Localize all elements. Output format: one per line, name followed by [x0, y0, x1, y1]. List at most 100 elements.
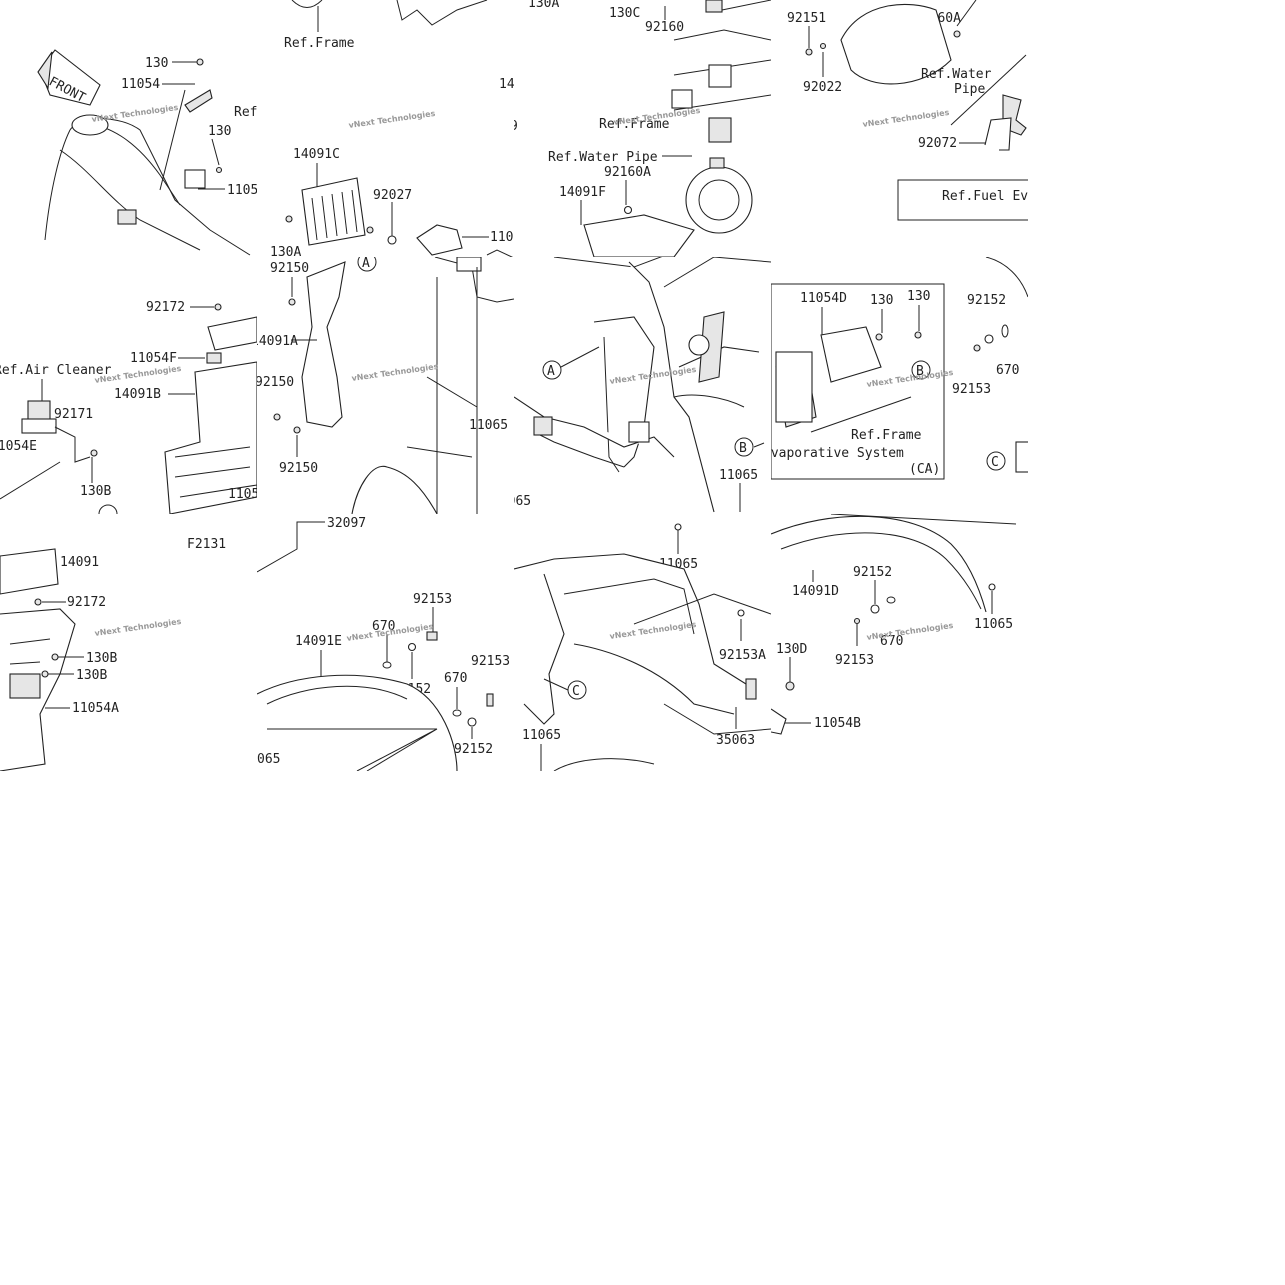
part-label: Evaporative System	[771, 446, 904, 461]
tile-main-frame-drawing: A B 11065 11065 11065 vNext Technologies	[514, 257, 771, 513]
part-label: Pipe	[954, 82, 985, 97]
part-label: 11054B	[814, 716, 861, 731]
tile-fuel-evap-drawing: 92151 92160A 92022 Ref.Water Pipe 92072 …	[787, 0, 1028, 221]
part-label: 92153A	[719, 648, 766, 663]
part-label: 14091B	[114, 387, 161, 402]
callout-c: C	[991, 455, 999, 470]
part-label: Ref.Fuel Ev	[942, 189, 1028, 204]
tile-side-cover-left-drawing: 92150 A 14091A 92150 92150 11065 vNext T…	[257, 257, 514, 514]
part-label: 130	[870, 293, 893, 308]
parts-diagram-tiles: FRONT 130 11054 130 1105 Ref vNext Techn…	[0, 0, 1030, 772]
part-label: 130A	[270, 245, 301, 257]
tile-front-frame-drawing: FRONT 130 11054 130 1105 Ref vNext Techn…	[37, 49, 257, 256]
part-label: 9	[514, 119, 518, 134]
part-label: 130	[907, 289, 930, 304]
part-label: 130D	[776, 642, 807, 657]
part-label: 14091E	[295, 634, 342, 649]
callout-a: A	[547, 364, 555, 379]
part-label: Ref.Frame	[599, 117, 670, 132]
part-label: F2131	[187, 537, 226, 552]
part-label: 110	[490, 230, 513, 245]
part-label: 14091A	[257, 334, 298, 349]
part-label: 92171	[54, 407, 93, 422]
tile-battery-cover-drawing: 14091 F2131 92172 130B 130B 11054A vNext…	[0, 537, 226, 771]
part-label: 92150	[270, 261, 309, 276]
tile-rear-frame: 11065 92153A C 35063 11065 vNext Technol…	[514, 514, 771, 771]
part-label: 14	[499, 77, 514, 92]
part-label: 130B	[86, 651, 117, 666]
part-label: 11054C	[228, 487, 257, 502]
part-label: 130	[208, 124, 231, 139]
part-label: 92153	[952, 382, 991, 397]
watermark: vNext Technologies	[351, 362, 439, 383]
tile-rear-fender-cover: 32097 92153 670 14091E 92152 670 92153 9…	[257, 514, 514, 771]
part-label: 130B	[76, 668, 107, 683]
part-label: Ref.Air Cleaner	[0, 363, 112, 378]
part-label: 92153	[471, 654, 510, 669]
tile-rear-fender-cover-drawing: 32097 92153 670 14091E 92152 670 92153 9…	[257, 516, 510, 771]
tile-side-cover-upper-drawing: Ref.Frame 14091C 92027 110 130A 14 vNext…	[270, 0, 514, 257]
part-label: Ref.Frame	[284, 36, 355, 51]
tile-rear-frame-drawing: 11065 92153A C 35063 11065 vNext Technol…	[514, 523, 771, 771]
part-label: Ref.Frame	[851, 428, 922, 443]
front-arrow-icon	[37, 49, 101, 106]
watermark: vNext Technologies	[94, 617, 182, 638]
part-label: Ref	[234, 105, 257, 120]
callout-c: C	[572, 684, 580, 699]
watermark: vNext Technologies	[862, 108, 950, 129]
part-label: 92152	[853, 565, 892, 580]
cylinder-housing-part	[685, 157, 753, 234]
tile-air-cleaner: 92172 11054F Ref.Air Cleaner 14091B 9217…	[0, 257, 257, 514]
cover-14091c-part	[301, 177, 366, 246]
tile-fuel-evap: 92151 92160A 92022 Ref.Water Pipe 92072 …	[771, 0, 1028, 257]
callout-a: A	[362, 257, 370, 271]
part-label: 92153	[835, 653, 874, 668]
part-label: 11065	[522, 728, 561, 743]
part-label: 35063	[716, 733, 755, 748]
part-label: 11054A	[72, 701, 119, 716]
watermark: vNext Technologies	[91, 103, 179, 124]
part-label: 92152	[967, 293, 1006, 308]
part-label: 14091D	[792, 584, 839, 599]
part-label: 11065	[514, 494, 531, 509]
tile-battery-cover: 14091 F2131 92172 130B 130B 11054A vNext…	[0, 514, 257, 771]
part-label: 92150	[257, 375, 294, 390]
tile-main-frame: A B 11065 11065 11065 vNext Technologies	[514, 257, 771, 514]
part-label: Ref.Water	[921, 67, 992, 82]
part-label: Ref.Water Pipe	[548, 150, 658, 165]
tile-front-fender: 14091D 92152 92153 670 11065 130D 11054B…	[771, 514, 1028, 771]
tile-air-cleaner-drawing: 92172 11054F Ref.Air Cleaner 14091B 9217…	[0, 300, 257, 514]
part-label: 92151	[787, 11, 826, 26]
part-label: 065	[257, 752, 280, 767]
watermark: vNext Technologies	[348, 109, 436, 130]
part-label: 670	[444, 671, 467, 686]
part-label: 130B	[80, 484, 111, 499]
part-label: 92172	[67, 595, 106, 610]
part-label: 92022	[803, 80, 842, 95]
part-label: 11065	[719, 468, 758, 483]
part-label: (CA)	[909, 462, 940, 477]
part-label: 14091C	[293, 147, 340, 162]
watermark: vNext Technologies	[866, 621, 954, 642]
solenoid-valve-part	[21, 400, 57, 434]
part-label: 92160A	[604, 165, 651, 180]
watermark: vNext Technologies	[866, 368, 954, 389]
callout-b: B	[916, 364, 924, 379]
part-label: 670	[880, 634, 903, 649]
part-label: 1105	[227, 183, 257, 198]
part-label: 11054	[121, 77, 160, 92]
tile-front-fender-drawing: 14091D 92152 92153 670 11065 130D 11054B…	[771, 514, 1017, 735]
part-label: 670	[372, 619, 395, 634]
part-label: 92027	[373, 188, 412, 203]
part-label: 130	[145, 56, 168, 71]
part-label: 11065	[469, 418, 508, 433]
part-label: 11054F	[130, 351, 177, 366]
part-label: 92153	[413, 592, 452, 607]
tile-evaporative: 11054D 130 130 B Ref.Frame Evaporative S…	[771, 257, 1028, 514]
part-label: 130A	[528, 0, 559, 11]
tile-water-pipe: 130A 130C 92160 Ref.Frame Ref.Water Pipe…	[514, 0, 771, 257]
tile-side-cover-upper: Ref.Frame 14091C 92027 110 130A 14 vNext…	[257, 0, 514, 257]
tile-evaporative-drawing: 11054D 130 130 B Ref.Frame Evaporative S…	[771, 257, 1028, 480]
part-label: 14091F	[559, 185, 606, 200]
part-label: 11065	[974, 617, 1013, 632]
